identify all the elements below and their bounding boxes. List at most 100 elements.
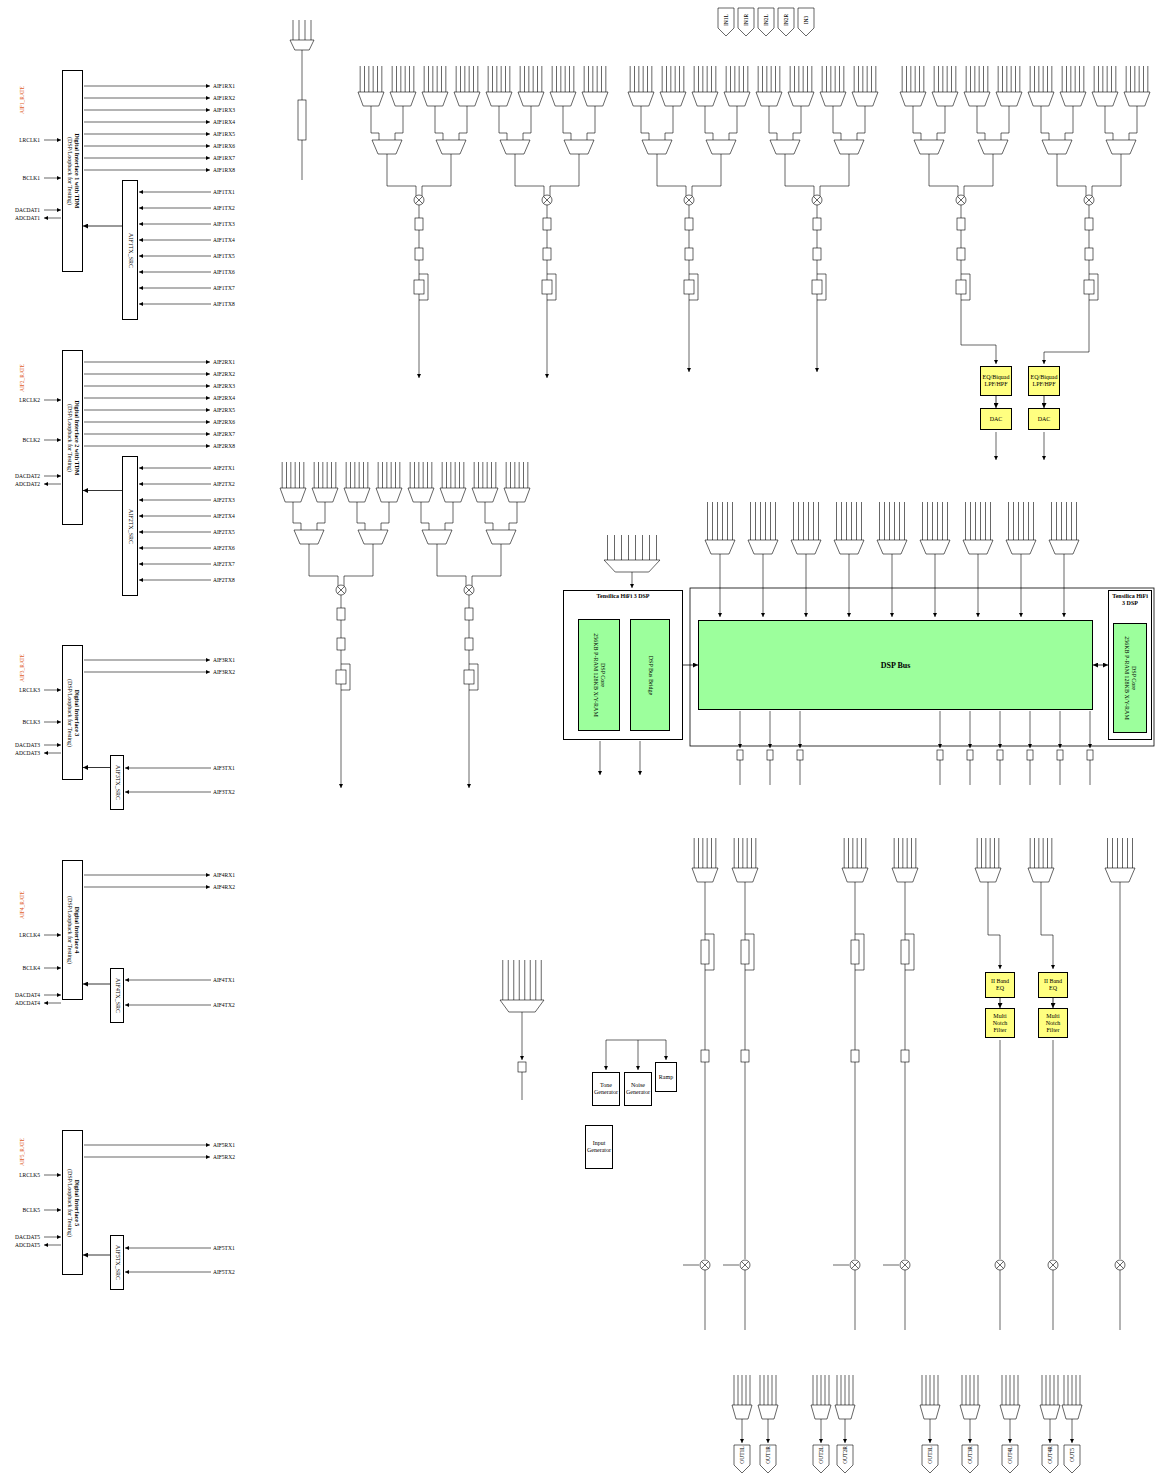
mux-symbol bbox=[564, 140, 594, 154]
mux-symbol bbox=[1106, 140, 1136, 154]
wire bbox=[803, 66, 804, 92]
wire bbox=[937, 502, 938, 540]
gain-block bbox=[414, 280, 424, 294]
port-symbol bbox=[718, 8, 734, 36]
wire bbox=[84, 660, 210, 661]
wire bbox=[997, 1262, 1004, 1269]
wire bbox=[1129, 106, 1137, 140]
mux-symbol bbox=[978, 140, 1008, 154]
block-label: (DSP/Loopback for Testing) bbox=[66, 353, 73, 522]
wire bbox=[520, 66, 521, 92]
wire bbox=[996, 432, 997, 460]
mux-symbol bbox=[932, 92, 958, 106]
wire bbox=[727, 502, 728, 540]
wire bbox=[509, 502, 517, 530]
filter-block: EQ/BiquadLPF/HPF bbox=[980, 366, 1012, 396]
signal-label: AIF1TX7 bbox=[213, 285, 235, 291]
wire bbox=[760, 502, 761, 540]
port-symbol bbox=[778, 8, 794, 36]
block-label: DSP Bus bbox=[700, 661, 1091, 670]
wire bbox=[125, 980, 211, 981]
generator-block: Ramp bbox=[655, 1062, 677, 1092]
wire bbox=[139, 580, 211, 581]
wire bbox=[1094, 66, 1095, 92]
wire bbox=[464, 66, 465, 92]
wire bbox=[935, 554, 936, 617]
wire bbox=[1060, 711, 1061, 748]
wire bbox=[505, 66, 506, 92]
block-label: Input Generator bbox=[587, 1140, 611, 1154]
wire bbox=[1053, 1040, 1054, 1259]
wire bbox=[1066, 66, 1067, 92]
wire bbox=[502, 960, 503, 1000]
mux-symbol bbox=[834, 140, 864, 154]
wire bbox=[845, 1419, 846, 1443]
mux-symbol bbox=[960, 1405, 980, 1419]
wire bbox=[450, 462, 451, 488]
signal-label: AIF2TX5 bbox=[213, 529, 235, 535]
mux-symbol bbox=[834, 540, 864, 554]
block-label: AIF2TX_SRC bbox=[127, 459, 134, 593]
gain-block bbox=[851, 1050, 859, 1062]
wire bbox=[938, 1375, 939, 1405]
wire bbox=[1008, 502, 1009, 540]
wire bbox=[427, 462, 428, 488]
signal-label: AIF1RX5 bbox=[213, 131, 235, 137]
wire bbox=[1047, 838, 1048, 868]
wire bbox=[734, 838, 735, 868]
wire bbox=[544, 197, 551, 204]
wire bbox=[638, 66, 639, 92]
wire bbox=[84, 887, 210, 888]
wire bbox=[1028, 502, 1029, 540]
wire bbox=[768, 1419, 769, 1443]
wire bbox=[482, 462, 483, 488]
wire bbox=[855, 882, 856, 1259]
wire bbox=[399, 462, 400, 488]
wire bbox=[1006, 66, 1007, 92]
wire bbox=[1056, 502, 1057, 540]
wire bbox=[1076, 502, 1077, 540]
wire bbox=[544, 197, 551, 204]
signal-label: AIF3RX2 bbox=[213, 669, 235, 675]
wire bbox=[139, 288, 211, 289]
wire bbox=[1050, 1262, 1057, 1269]
wire bbox=[477, 66, 478, 92]
wire bbox=[889, 502, 890, 540]
wire bbox=[742, 1375, 743, 1405]
block-label: DAC bbox=[1030, 416, 1058, 423]
wire bbox=[977, 838, 978, 868]
pin-label: DACDAT1 bbox=[15, 207, 40, 213]
wire bbox=[506, 462, 507, 488]
wire bbox=[987, 66, 988, 92]
wire bbox=[597, 66, 598, 92]
gain-block bbox=[542, 280, 552, 294]
wire bbox=[707, 838, 708, 868]
pin-label: DACDAT4 bbox=[15, 992, 40, 998]
wire bbox=[84, 158, 210, 159]
port-symbol bbox=[1002, 1445, 1018, 1473]
signal-label: AIF1TX3 bbox=[213, 221, 235, 227]
wire bbox=[807, 66, 808, 92]
wire bbox=[965, 502, 966, 540]
wire bbox=[902, 1262, 909, 1269]
wire bbox=[723, 1265, 739, 1266]
mux-symbol bbox=[280, 488, 306, 502]
gain-block bbox=[956, 280, 966, 294]
wire bbox=[902, 838, 903, 868]
mux-symbol bbox=[842, 868, 868, 882]
mux-symbol bbox=[1124, 92, 1150, 106]
wire bbox=[378, 462, 379, 488]
wire bbox=[1023, 502, 1024, 540]
wire bbox=[1111, 66, 1112, 92]
wire bbox=[849, 554, 850, 617]
mux-symbol bbox=[358, 530, 388, 544]
wire bbox=[1000, 760, 1001, 785]
wire bbox=[974, 66, 975, 92]
wire bbox=[469, 66, 470, 92]
wire bbox=[311, 20, 312, 40]
mux-block: AIF2TX_SRC bbox=[122, 456, 138, 596]
mux-symbol bbox=[1040, 1405, 1060, 1419]
dsp-block: DSP Bus Bridge bbox=[630, 619, 670, 731]
wire bbox=[734, 66, 735, 92]
wire bbox=[541, 960, 542, 1000]
